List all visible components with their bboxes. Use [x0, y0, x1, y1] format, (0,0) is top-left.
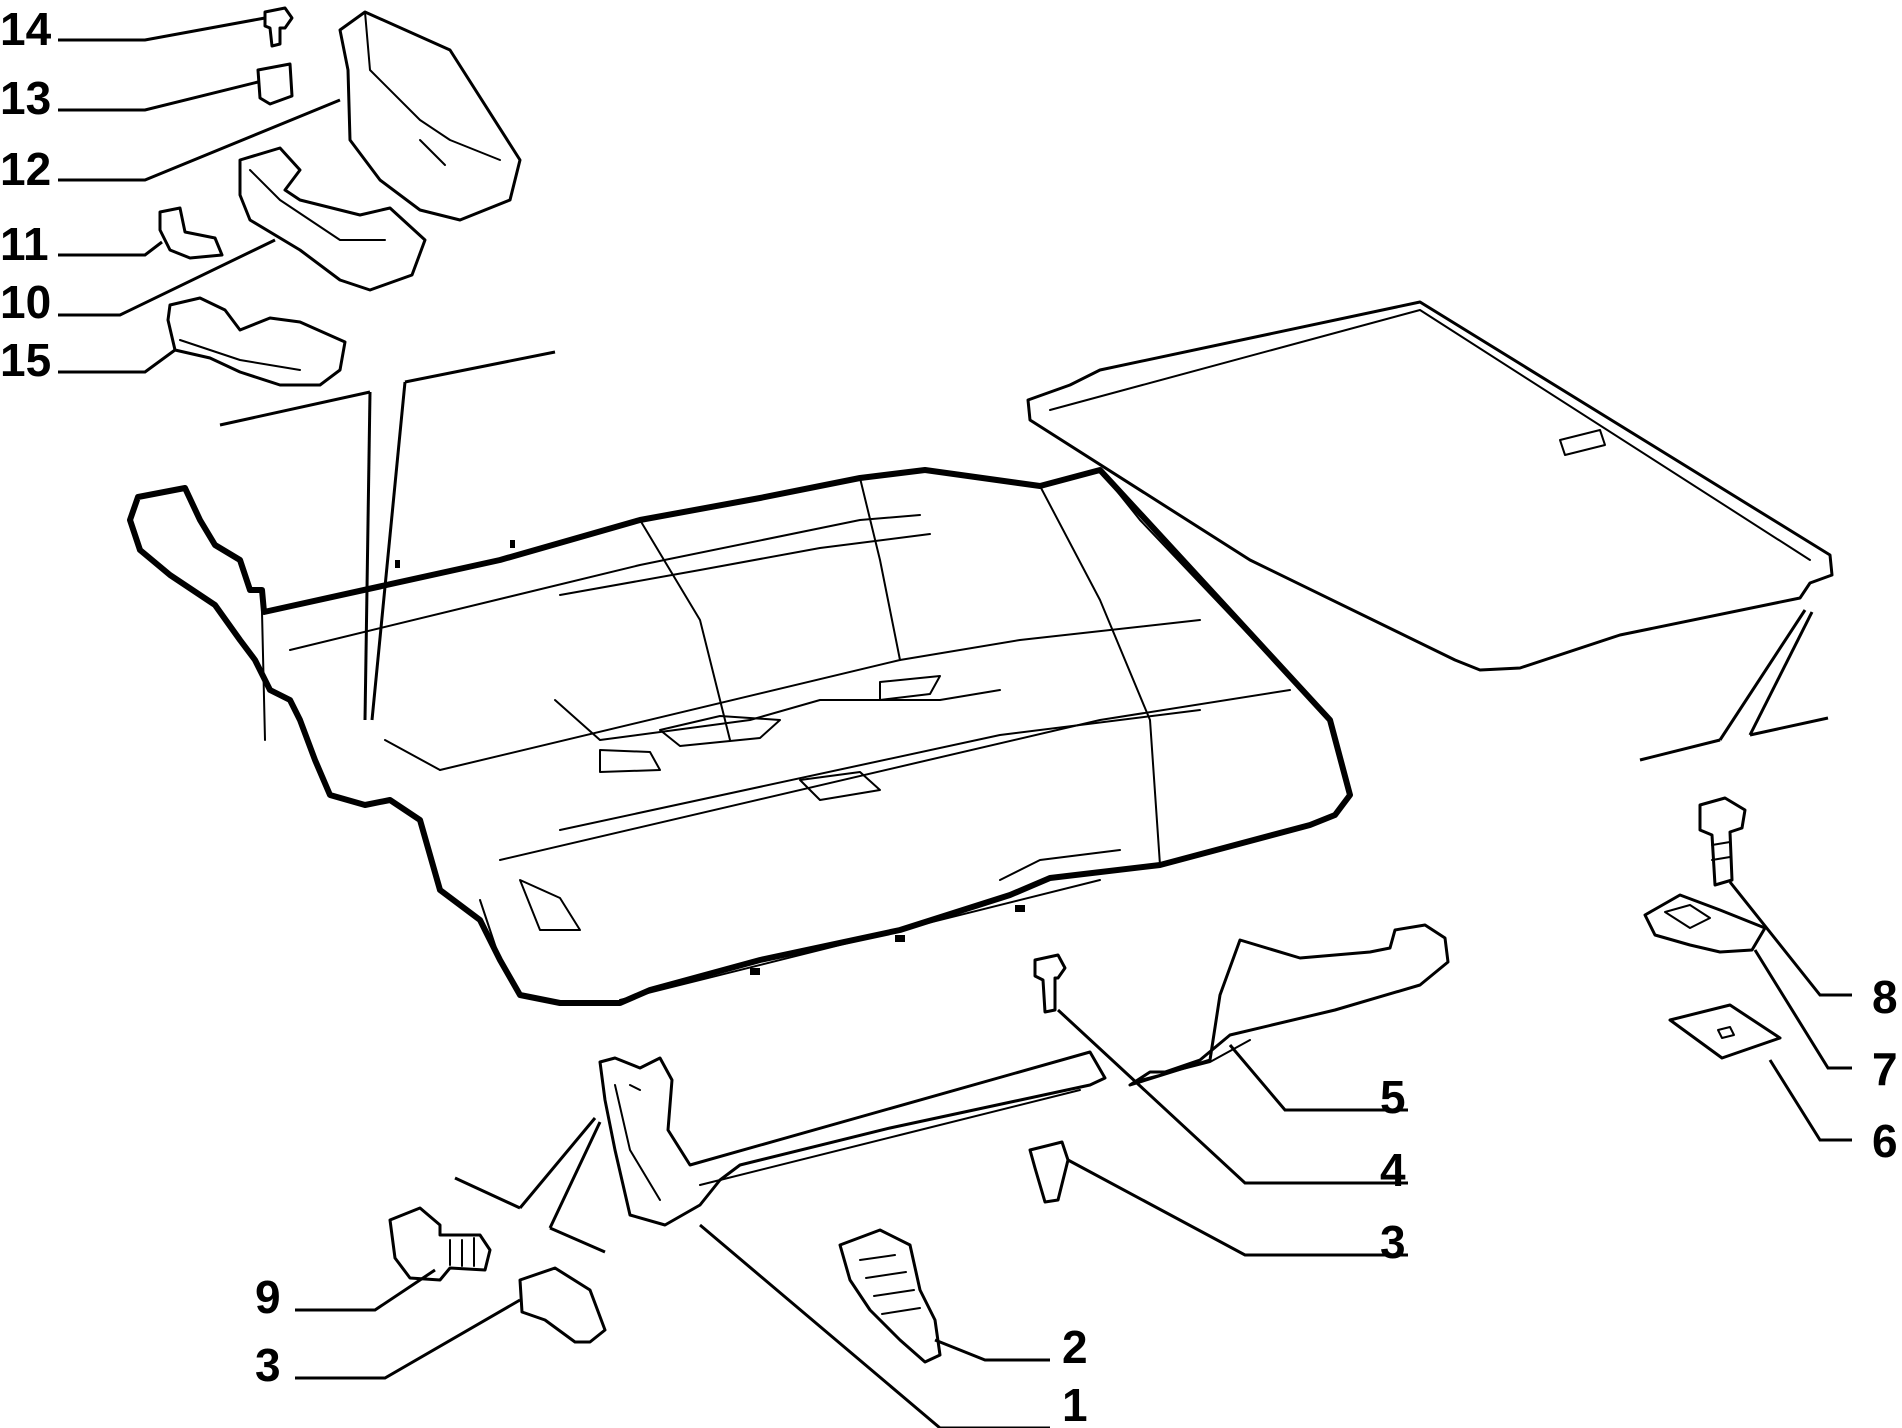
callout-3-center: 3: [1380, 1216, 1406, 1268]
callout-12: 12: [0, 143, 51, 195]
part-9-bolt: [388, 1206, 492, 1282]
part-5-trim-cover: [1128, 923, 1450, 1087]
callout-4: 4: [1380, 1144, 1406, 1196]
part-3-clip-center: [1028, 1140, 1070, 1204]
part-8-bolt: [1698, 796, 1747, 887]
callout-2: 2: [1062, 1321, 1088, 1373]
leader-12: [58, 98, 341, 182]
floor-pan: [127, 467, 1353, 1006]
reference-lines-top: [219, 350, 556, 721]
leader-11: [58, 240, 163, 257]
callout-7: 7: [1872, 1043, 1898, 1095]
part-3-clip-bottom: [518, 1266, 607, 1344]
callout-10: 10: [0, 276, 51, 328]
part-12-bracket: [338, 10, 522, 222]
callout-11: 11: [0, 218, 49, 270]
part-2-push-clip: [838, 1228, 942, 1364]
leader-9: [295, 1268, 436, 1312]
callout-14: 14: [0, 3, 52, 55]
callout-1: 1: [1062, 1379, 1088, 1428]
leader-13: [58, 80, 259, 112]
leader-3-center: [1067, 1158, 1408, 1257]
part-1-sill-trim: [598, 1050, 1107, 1227]
leader-15: [58, 348, 176, 374]
leader-8: [1728, 881, 1852, 997]
part-7-eye-ring: [1643, 893, 1767, 954]
leader-7: [1753, 949, 1852, 1070]
reference-lines-bottom: [454, 1117, 606, 1254]
leader-2: [934, 1338, 1050, 1362]
leader-3-bottom: [295, 1298, 521, 1380]
part-15-bracket: [166, 296, 347, 387]
leader-4: [1056, 1008, 1408, 1185]
leader-6: [1768, 1059, 1852, 1142]
part-10-bracket: [238, 146, 427, 292]
leader-14: [58, 16, 266, 42]
reference-lines-right: [1639, 609, 1829, 762]
leader-lines: [58, 16, 1852, 1428]
part-4-screw: [1033, 953, 1067, 1014]
leader-5: [1228, 1044, 1408, 1112]
callout-8: 8: [1872, 971, 1898, 1023]
part-11-clip: [158, 206, 224, 260]
callout-3-bottom: 3: [255, 1339, 281, 1391]
callout-9: 9: [255, 1271, 281, 1323]
trunk-floor-panel: [1026, 300, 1834, 672]
callout-6: 6: [1872, 1115, 1898, 1167]
leader-1: [699, 1223, 1050, 1428]
callout-labels: 14 13 12 11 10 15 8 7 6 5 4 3 2 1 9 3: [0, 3, 1898, 1428]
callout-15: 15: [0, 334, 51, 386]
part-14-screw: [263, 6, 294, 48]
part-6-plate: [1668, 1003, 1782, 1060]
leader-10: [58, 238, 276, 317]
callout-13: 13: [0, 72, 51, 124]
callout-5: 5: [1380, 1071, 1406, 1123]
part-13-nut: [256, 62, 294, 106]
